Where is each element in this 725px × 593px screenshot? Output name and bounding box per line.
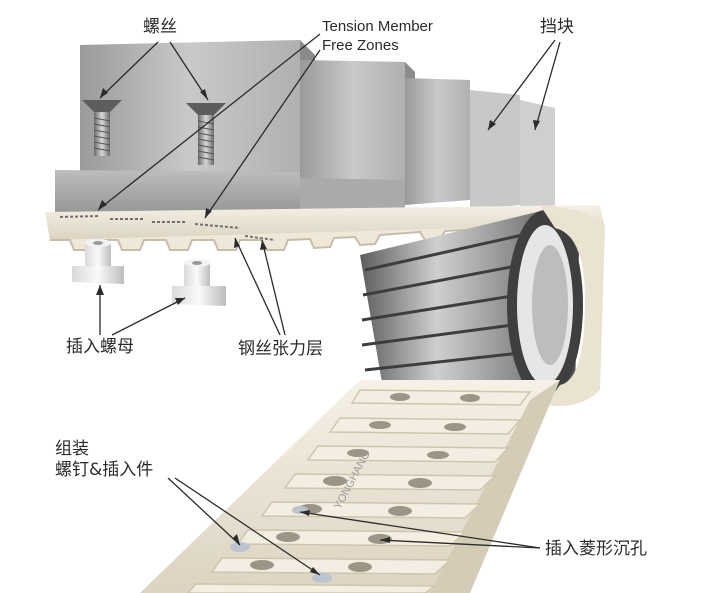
flight-base-1 — [55, 170, 300, 222]
label-insert-nut: 插入螺母 — [66, 337, 134, 357]
label-screws: 螺丝 — [143, 17, 177, 37]
steel-cord-layer — [59, 215, 276, 241]
label-diamond-counterbore: 插入菱形沉孔 — [545, 539, 647, 559]
label-assembly-line2: 螺钉&插入件 — [55, 460, 154, 480]
label-tension-free-zones-line1: Tension Member — [322, 18, 433, 35]
flight-5 — [520, 100, 555, 215]
label-assembly-line1: 组装 — [55, 439, 89, 459]
belt-top-section — [45, 205, 605, 240]
belt-wrap — [540, 205, 605, 406]
label-tension-free-zones-line2: Free Zones — [322, 37, 399, 54]
countersunk-screw-1 — [82, 100, 122, 156]
annotation-arrowheads — [96, 88, 540, 575]
flight-1 — [80, 40, 315, 190]
flight-4 — [470, 90, 520, 210]
insert-nut-1 — [72, 239, 124, 284]
insert-nut-2 — [172, 259, 226, 306]
label-flights: 挡块 — [540, 17, 574, 37]
flight-3 — [405, 78, 470, 205]
label-steel-cord-layer: 钢丝张力层 — [238, 339, 323, 359]
drive-drum — [360, 210, 583, 400]
